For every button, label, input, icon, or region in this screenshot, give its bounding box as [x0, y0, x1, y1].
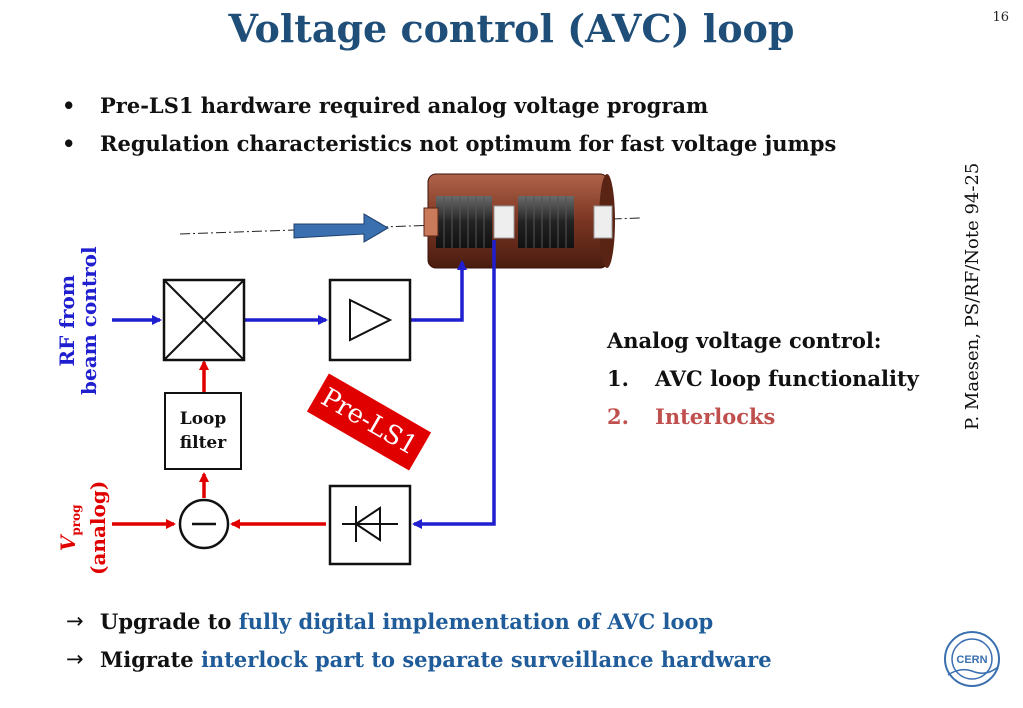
vprog-input-label: Vprog (analog)	[56, 480, 110, 575]
summing-junction	[178, 498, 230, 550]
loop-filter-label-line1: Loop	[179, 409, 227, 429]
page-number: 16	[992, 10, 1009, 25]
bullet-list: • Pre-LS1 hardware required analog volta…	[62, 86, 836, 162]
cern-logo: CERN	[944, 631, 1000, 687]
list-number: 2.	[607, 403, 629, 429]
right-arrow-icon: →	[66, 647, 84, 671]
right-arrow-icon: →	[66, 609, 84, 633]
conclusion-lead: Upgrade to	[100, 608, 239, 634]
detector-block	[328, 484, 412, 566]
bullet-item: • Regulation characteristics not optimum…	[62, 124, 836, 162]
conclusion-item: → Upgrade to fully digital implementatio…	[66, 602, 772, 640]
loop-filter-block: Loop filter	[164, 392, 242, 470]
conclusion-lead: Migrate	[100, 646, 201, 672]
conclusion-list: → Upgrade to fully digital implementatio…	[66, 602, 772, 678]
list-text: AVC loop functionality	[655, 365, 919, 391]
bullet-item: • Pre-LS1 hardware required analog volta…	[62, 86, 836, 124]
conclusion-text: Migrate interlock part to separate surve…	[100, 647, 772, 672]
amplifier-block	[328, 278, 412, 362]
bullet-text: Pre-LS1 hardware required analog voltage…	[100, 92, 709, 118]
list-number: 1.	[607, 365, 629, 391]
bullet-marker: •	[62, 130, 76, 156]
bullet-marker: •	[62, 92, 76, 118]
side-reference: P. Maesen, PS/RF/Note 94-25	[962, 162, 983, 430]
conclusion-item: → Migrate interlock part to separate sur…	[66, 640, 772, 678]
beam-direction-arrow	[293, 213, 389, 243]
analog-control-list: Analog voltage control: 1. AVC loop func…	[607, 321, 919, 435]
loop-filter-label-line2: filter	[179, 433, 227, 453]
vprog-subscript: prog	[69, 504, 83, 536]
bullet-text: Regulation characteristics not optimum f…	[100, 130, 837, 156]
pickup-to-detector-arrow	[412, 240, 496, 529]
list-item: 1. AVC loop functionality	[607, 359, 919, 397]
rf-label-line2: beam control	[77, 246, 101, 395]
cern-logo-text: CERN	[956, 654, 987, 666]
conclusion-text: Upgrade to fully digital implementation …	[100, 609, 713, 634]
analog-control-heading: Analog voltage control:	[607, 327, 882, 353]
rf-label-line1: RF from	[55, 275, 79, 367]
list-item: 2. Interlocks	[607, 397, 919, 435]
conclusion-highlight: interlock part to separate surveillance …	[200, 646, 772, 672]
mixer-block	[162, 278, 246, 362]
page-title: Voltage control (AVC) loop	[228, 6, 795, 51]
rf-input-label: RF from beam control	[55, 246, 101, 395]
vprog-label-line1: Vprog	[56, 481, 87, 575]
cavity-image	[423, 173, 615, 269]
vprog-symbol: V	[56, 535, 80, 552]
amp-to-cavity-arrow	[410, 260, 467, 322]
list-text: Interlocks	[655, 403, 776, 429]
conclusion-highlight: fully digital implementation of AVC loop	[238, 608, 714, 634]
vprog-label-line2: (analog)	[86, 480, 110, 575]
